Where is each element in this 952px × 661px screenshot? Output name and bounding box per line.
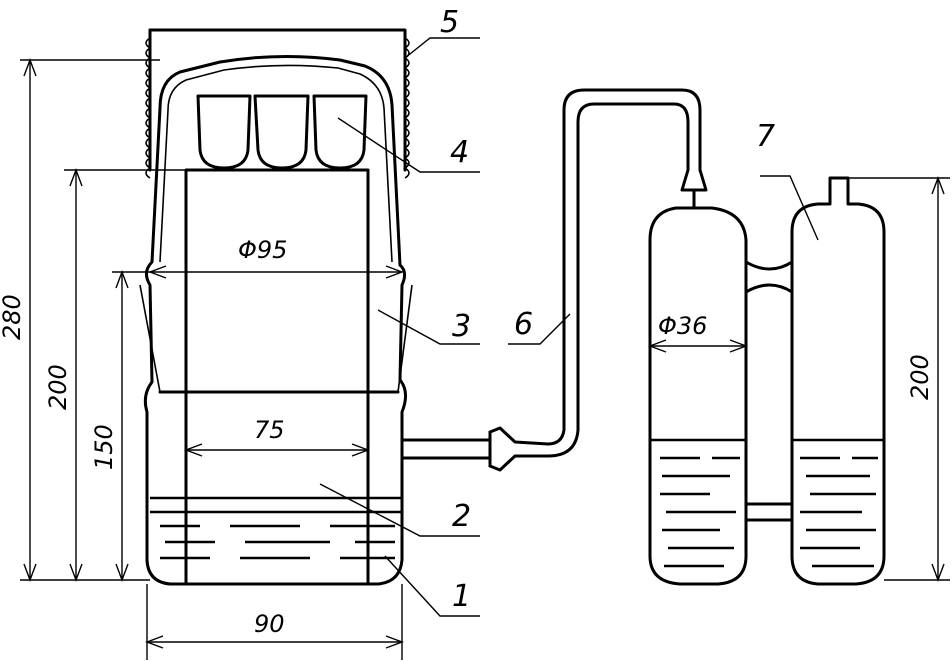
liquid-left xyxy=(150,390,402,586)
heating-coil-left xyxy=(145,37,152,179)
connecting-tube xyxy=(546,88,708,458)
dim-280: 280 xyxy=(0,294,26,340)
dim-200-right: 200 xyxy=(906,354,934,400)
label-1: 1 xyxy=(452,579,471,614)
label-3: 3 xyxy=(452,309,471,344)
label-2: 2 xyxy=(452,499,471,534)
crucibles xyxy=(196,94,368,170)
dim-150: 150 xyxy=(90,424,118,470)
right-vessel-right xyxy=(790,176,886,586)
dim-200-left: 200 xyxy=(44,364,72,410)
outer-jar xyxy=(143,28,407,586)
label-5: 5 xyxy=(440,5,459,40)
dim-phi95: Φ95 xyxy=(238,236,287,264)
side-outlet xyxy=(400,426,550,472)
dim-75: 75 xyxy=(254,416,285,444)
leader-lines xyxy=(319,37,819,617)
label-7: 7 xyxy=(756,119,775,154)
label-4: 4 xyxy=(450,135,469,170)
right-vessel-left xyxy=(648,206,748,586)
vessel-bridges xyxy=(744,260,794,522)
liquid-right xyxy=(650,438,884,568)
heating-coil-right xyxy=(403,37,410,179)
dim-90: 90 xyxy=(254,610,285,638)
dimension-lines xyxy=(20,58,950,660)
inner-cylinder xyxy=(139,168,413,394)
label-6: 6 xyxy=(514,307,533,342)
dim-phi36: Φ36 xyxy=(658,312,707,340)
